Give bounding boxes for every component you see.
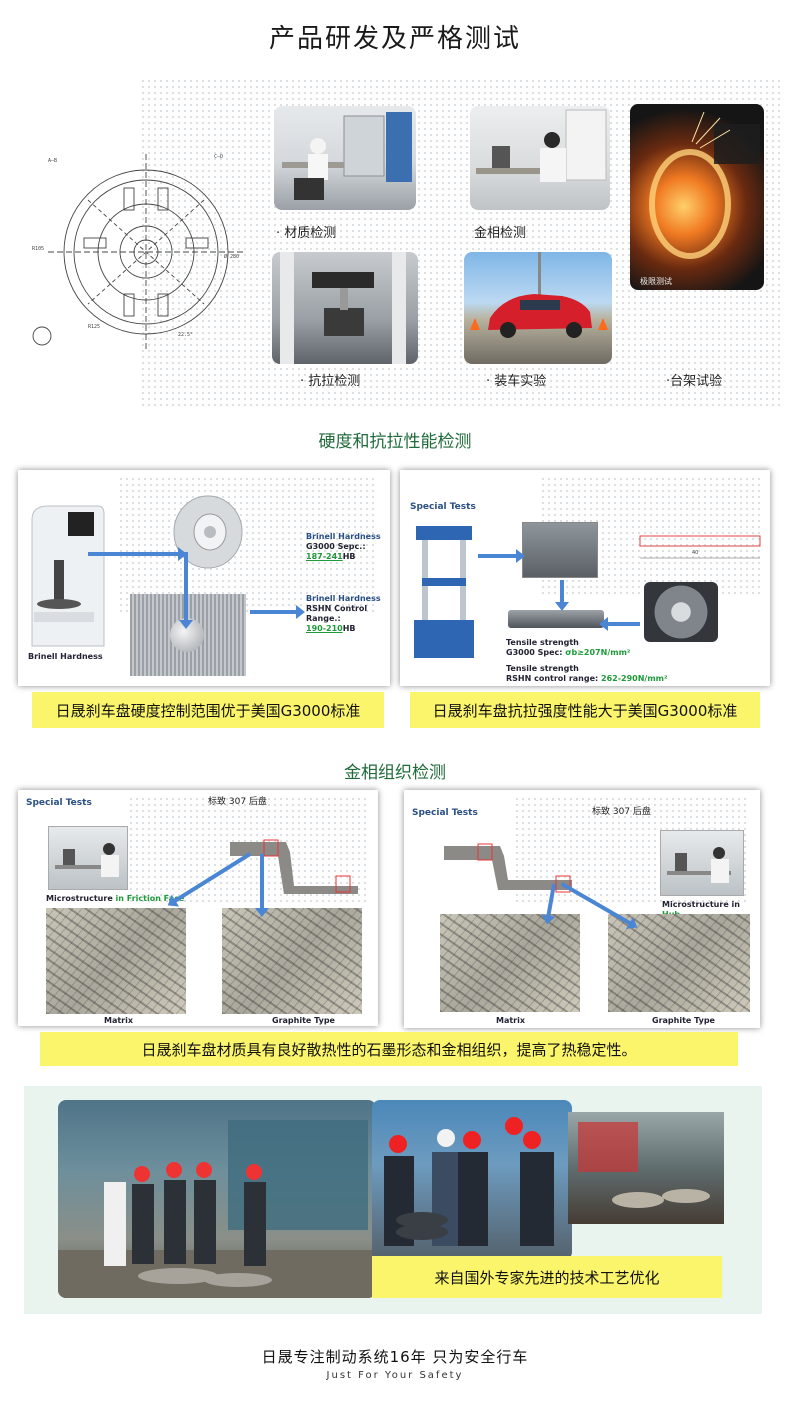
factory-experts-photo [58, 1100, 376, 1298]
tensile-test-photo [272, 252, 418, 364]
svg-text:40: 40 [692, 550, 698, 556]
microstructure-hub-card: Special Tests 标致 307 后盘 Microstructure i… [404, 790, 760, 1028]
microstructure-friction-card: Special Tests 标致 307 后盘 Microstructure i… [18, 790, 378, 1026]
arrow-sample-to-range [250, 605, 305, 619]
hardness-card-map [118, 476, 378, 616]
caption-material-test: · 材质检测 [276, 226, 337, 241]
g3000-title: Brinell Hardness [306, 532, 381, 541]
micro-friction-prefix: Microstructure [46, 894, 116, 903]
limit-test-label: 极限测试 [640, 277, 672, 286]
expert-discussion-photo [372, 1100, 572, 1260]
g3000-spec: G3000 Sepc.: [306, 542, 366, 551]
tensile-rshn-value: 262-290N/mm² [601, 674, 668, 683]
tensile-machine-image [412, 522, 476, 660]
hardness-sample-image [130, 594, 246, 676]
tensile-rshn-block: Tensile strength RSHN control range: 262… [506, 664, 668, 684]
footer-slogan: 日晟专注制动系统16年 只为安全行车 [261, 1348, 529, 1366]
limit-test-photo: 极限测试 [630, 104, 764, 290]
special-tests-label-left: Special Tests [26, 798, 92, 808]
rshn-unit: HB [342, 624, 356, 633]
graphite-label-left: Graphite Type [272, 1016, 335, 1025]
metallography-banner: 日晟刹车盘材质具有良好散热性的石墨形态和金相组织，提高了热稳定性。 [40, 1032, 738, 1066]
rshn-spec-block: Brinell Hardness RSHN Control Range.: 19… [306, 594, 390, 634]
specimen-drawing: 40 [638, 516, 762, 578]
matrix-label-right: Matrix [496, 1016, 526, 1025]
tensile-card: Special Tests 40 Tensile strength G3000 … [400, 470, 770, 686]
rshn-title: Brinell Hardness [306, 594, 381, 603]
graphite-micrograph-left [222, 908, 362, 1014]
tensile-grip-image [522, 522, 598, 578]
brake-disc-image [168, 492, 248, 572]
tensile-banner: 日晟刹车盘抗拉强度性能大于美国G3000标准 [410, 692, 760, 728]
disc-section-drawing-left [224, 836, 364, 896]
matrix-micrograph-right [440, 914, 580, 1012]
lab-photo-right [660, 830, 744, 896]
section-hardness-tensile-title: 硬度和抗拉性能检测 [318, 432, 472, 452]
tensile-g3000-block: Tensile strength G3000 Spec: σb≥207N/mm² [506, 638, 630, 658]
caption-bench-test: ·台架试验 [666, 374, 723, 389]
tensile-g3000-spec: G3000 Spec: [506, 648, 566, 657]
tensile-g3000-title: Tensile strength [506, 638, 579, 647]
brake-disc-drawing: A—B C—D R105 Ø 280 R125 22.5° [28, 140, 258, 360]
lab-photo-left [48, 826, 128, 890]
g3000-range: 187-241 [306, 552, 343, 561]
special-tests-label: Special Tests [410, 502, 476, 512]
hardness-card: Brinell Hardness Brinell Hardness G3000 … [18, 470, 390, 686]
section-metallography-title: 金相组织检测 [344, 763, 446, 783]
tensile-rshn-title: Tensile strength [506, 664, 579, 673]
matrix-label-left: Matrix [104, 1016, 134, 1025]
disc-section-drawing-right [438, 840, 578, 900]
arrow-machine-to-grip [478, 549, 525, 563]
micro-hub-prefix: Microstructure in [662, 900, 740, 909]
model-label-right: 标致 307 后盘 [592, 807, 651, 817]
g3000-spec-block: Brinell Hardness G3000 Sepc.: 187-241HB [306, 532, 381, 562]
caption-metallographic-test: 金相检测 [474, 226, 527, 241]
footer-tagline: Just For Your Safety [326, 1370, 464, 1381]
brake-disc-cutaway-image [644, 582, 718, 642]
svg-text:A—B: A—B [48, 158, 57, 164]
arrow-disc-to-sample [184, 552, 188, 622]
matrix-micrograph-left [46, 908, 186, 1014]
press-line-photo [568, 1112, 724, 1224]
metallographic-test-photo [470, 106, 610, 210]
micro-friction-location: in Friction Face [115, 894, 185, 903]
arrow-disc-to-specimen [606, 622, 640, 626]
vehicle-test-photo [464, 252, 612, 364]
tensile-g3000-value: σb≥207N/mm² [565, 648, 631, 657]
g3000-unit: HB [342, 552, 356, 561]
hardness-tester-image [24, 500, 110, 650]
graphite-label-right: Graphite Type [652, 1016, 715, 1025]
material-test-photo [274, 106, 416, 210]
arrow-grip-to-specimen [560, 580, 564, 604]
svg-text:R125: R125 [88, 324, 100, 330]
arrow-section-to-graphite-left [260, 854, 264, 910]
caption-tensile-test: · 抗拉检测 [300, 374, 361, 389]
svg-text:C—D: C—D [214, 154, 223, 160]
micro-friction-label: Microstructure in Friction Face [46, 894, 184, 904]
model-label-left: 标致 307 后盘 [208, 797, 267, 807]
rshn-spec: RSHN Control Range.: [306, 604, 368, 623]
page-title: 产品研发及严格测试 [268, 24, 521, 54]
svg-text:R105: R105 [32, 246, 44, 252]
svg-text:Ø 280: Ø 280 [224, 253, 239, 260]
svg-text:22.5°: 22.5° [178, 332, 193, 338]
rshn-range: 190-210 [306, 624, 343, 633]
expert-banner: 来自国外专家先进的技术工艺优化 [372, 1256, 722, 1298]
brinell-hardness-label: Brinell Hardness [28, 652, 103, 661]
tensile-specimen-image [508, 610, 604, 628]
hardness-banner: 日晟刹车盘硬度控制范围优于美国G3000标准 [32, 692, 384, 728]
special-tests-label-right: Special Tests [412, 808, 478, 818]
arrow-tester-to-disc [88, 547, 187, 561]
tensile-rshn-spec: RSHN control range: [506, 674, 601, 683]
caption-vehicle-test: · 装车实验 [486, 374, 547, 389]
